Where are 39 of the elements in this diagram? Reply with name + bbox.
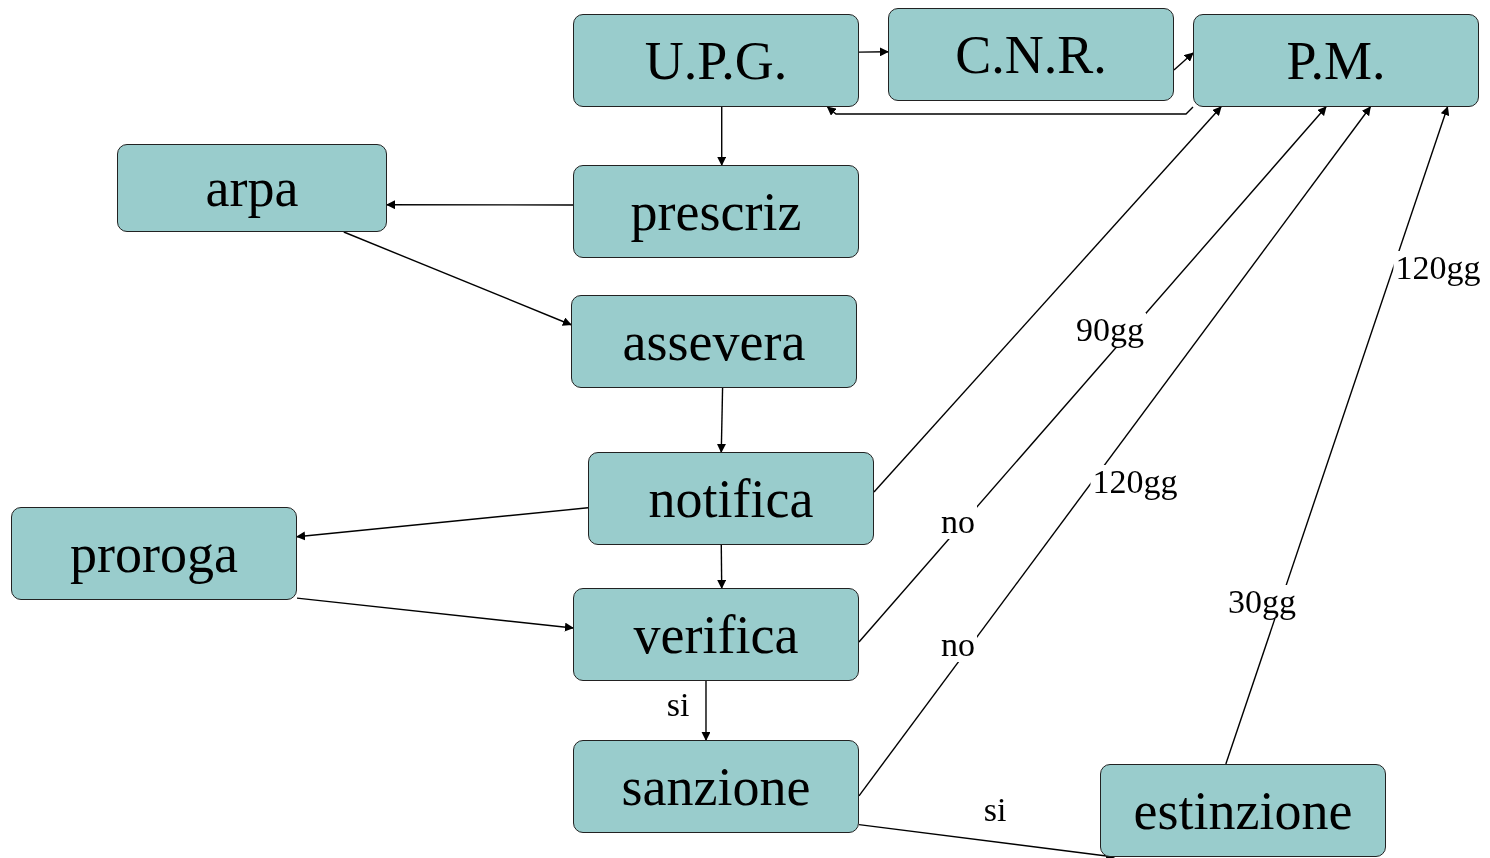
arrow	[1225, 106, 1450, 765]
process-box	[11, 507, 297, 600]
arrow	[386, 200, 574, 210]
arrow	[716, 387, 726, 453]
duration-label: 120gg	[1393, 251, 1483, 285]
arrow	[858, 106, 1371, 797]
process-box	[571, 295, 857, 388]
duration-label: 90gg	[1074, 313, 1146, 347]
arrow	[717, 544, 727, 589]
process-box	[1193, 14, 1479, 107]
process-box	[573, 588, 859, 681]
process-box	[573, 14, 859, 107]
edge-label: 30gg	[1226, 585, 1298, 619]
process-box	[117, 144, 387, 232]
box-label: notifica	[648, 471, 814, 526]
arrow	[343, 231, 572, 326]
arrow	[296, 597, 574, 632]
arrow	[858, 106, 1327, 643]
arrow	[826, 106, 1194, 116]
box-label: U.P.G.	[644, 33, 788, 88]
process-box	[888, 8, 1174, 101]
box-label: estinzione	[1133, 783, 1353, 838]
process-box	[588, 452, 874, 545]
process-box	[573, 165, 859, 258]
arrow	[1173, 52, 1194, 71]
duration-label: 120gg	[1090, 465, 1180, 499]
process-box	[573, 740, 859, 833]
arrow	[701, 680, 711, 741]
edge-label: no	[939, 505, 977, 539]
box-label: verifica	[633, 607, 799, 662]
box-label: assevera	[622, 314, 806, 369]
process-box	[1100, 764, 1386, 857]
box-label: C.N.R.	[955, 27, 1107, 82]
arrow	[717, 106, 727, 166]
arrow	[873, 106, 1222, 493]
arrow	[858, 47, 889, 57]
box-label: P.M.	[1286, 33, 1386, 88]
box-label: sanzione	[621, 759, 811, 814]
arrow	[296, 507, 589, 541]
